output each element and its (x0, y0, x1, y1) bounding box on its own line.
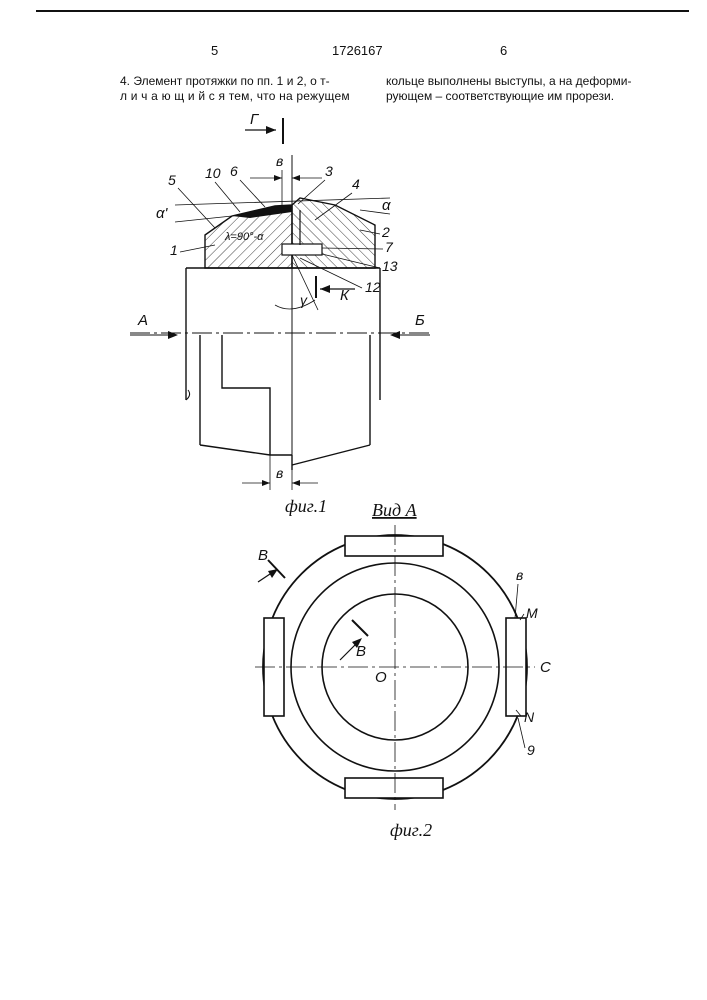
label-b: Б (415, 312, 425, 329)
label-m: М (526, 605, 538, 621)
lug-bottom (345, 778, 443, 798)
label-k: К (340, 287, 350, 304)
label-alpha: α (382, 197, 391, 214)
lug-top (345, 536, 443, 556)
label-4: 4 (352, 176, 360, 192)
label-v: в (516, 567, 523, 583)
figure-2-caption: фиг.2 (390, 820, 432, 840)
label-v-bottom: в (276, 465, 283, 481)
dimension-v-top: в (250, 153, 322, 205)
label-angle: λ=90°-α (224, 231, 264, 243)
label-o: О (375, 669, 387, 686)
label-g: Г (250, 111, 260, 128)
label-2: 2 (381, 224, 390, 240)
axis-a-b: А Б (130, 312, 430, 339)
label-7: 7 (385, 239, 394, 255)
label-alpha-prime: α' (156, 205, 169, 222)
label-9: 9 (527, 742, 535, 758)
section-marker-k: К (316, 276, 355, 304)
label-1: 1 (170, 242, 178, 258)
label-3: 3 (325, 163, 333, 179)
label-n: N (524, 709, 535, 725)
label-12: 12 (365, 279, 381, 295)
label-v-outer: В (258, 547, 268, 564)
broach-body (186, 268, 380, 470)
label-5: 5 (168, 172, 176, 188)
view-marker-v-outer: В (258, 547, 285, 582)
label-v-inner: В (356, 643, 366, 660)
label-10: 10 (205, 165, 221, 181)
dimension-v-bottom: в (242, 455, 318, 490)
label-6: 6 (230, 163, 238, 179)
deforming-ring-section (292, 198, 375, 268)
reference-line (175, 198, 390, 205)
figure-1-drawing: Г в 5 10 6 (0, 0, 707, 540)
label-a: А (137, 312, 148, 329)
pin-element (282, 244, 322, 255)
section-marker-g: Г (245, 111, 283, 144)
view-marker-v-inner: В (340, 620, 368, 660)
view-a-title: Вид А (372, 500, 418, 520)
figure-2-drawing: Вид А В В О в М (0, 490, 707, 870)
label-v-top: в (276, 153, 283, 169)
label-c: С (540, 659, 551, 676)
label-13: 13 (382, 258, 398, 274)
